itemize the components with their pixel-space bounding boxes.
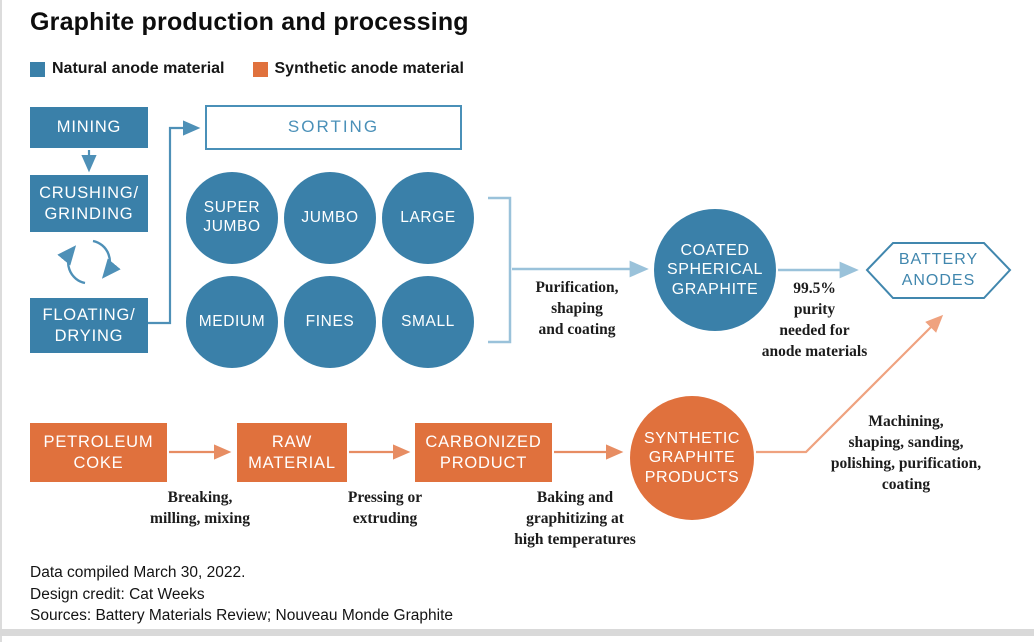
footer-sources: Sources: Battery Materials Review; Nouve… — [30, 607, 454, 624]
node-synthetic-graphite-products: SYNTHETIC GRAPHITE PRODUCTS — [630, 396, 754, 520]
synthetic-swatch-icon — [252, 61, 268, 77]
node-raw-material: RAW MATERIAL — [237, 423, 347, 482]
node-petroleum-coke: PETROLEUM COKE — [30, 423, 167, 482]
natural-swatch-icon — [30, 61, 45, 77]
note-purification: Purification, shaping and coating — [535, 279, 619, 338]
legend-label-natural: Natural anode material — [52, 60, 225, 77]
node-crushing-grinding: CRUSHING/ GRINDING — [30, 175, 148, 232]
note-purity: 99.5% purity needed for anode materials — [761, 280, 868, 360]
note-breaking: Breaking, milling, mixing — [150, 489, 250, 527]
note-machining: Machining, shaping, sanding, polishing, … — [830, 413, 982, 493]
left-edge-divider — [0, 0, 2, 642]
node-coated-spherical-graphite: COATED SPHERICAL GRAPHITE — [654, 209, 776, 331]
page-title: Graphite production and processing — [30, 8, 469, 36]
note-pressing: Pressing or extruding — [347, 489, 423, 527]
size-circle-super-jumbo: SUPER JUMBO — [186, 172, 278, 264]
legend-item-synthetic: Synthetic anode material — [252, 60, 464, 78]
size-circle-fines: FINES — [284, 276, 376, 368]
size-circle-large: LARGE — [382, 172, 474, 264]
footer-compiled-date: Data compiled March 30, 2022. — [30, 564, 246, 581]
legend: Natural anode material Synthetic anode m… — [30, 60, 464, 78]
note-baking: Baking and graphitizing at high temperat… — [514, 489, 636, 548]
cycle-arrow-right-icon — [92, 239, 121, 279]
footer-design-credit: Design credit: Cat Weeks — [30, 585, 205, 603]
size-circle-jumbo: JUMBO — [284, 172, 376, 264]
bracket-size-circles-icon — [488, 196, 512, 344]
size-circle-medium: MEDIUM — [186, 276, 278, 368]
node-floating-drying: FLOATING/ DRYING — [30, 298, 148, 353]
cycle-arrow-left-icon — [57, 245, 86, 285]
legend-label-synthetic: Synthetic anode material — [274, 60, 464, 77]
footer: Data compiled March 30, 2022. Design cre… — [30, 562, 453, 627]
bottom-divider-bar — [0, 629, 1034, 636]
node-carbonized-product: CARBONIZED PRODUCT — [415, 423, 552, 482]
size-circle-small: SMALL — [382, 276, 474, 368]
node-battery-anodes: BATTERY ANODES — [898, 250, 979, 289]
node-sorting: SORTING — [205, 105, 462, 150]
legend-item-natural: Natural anode material — [30, 60, 225, 78]
node-mining: MINING — [30, 107, 148, 148]
